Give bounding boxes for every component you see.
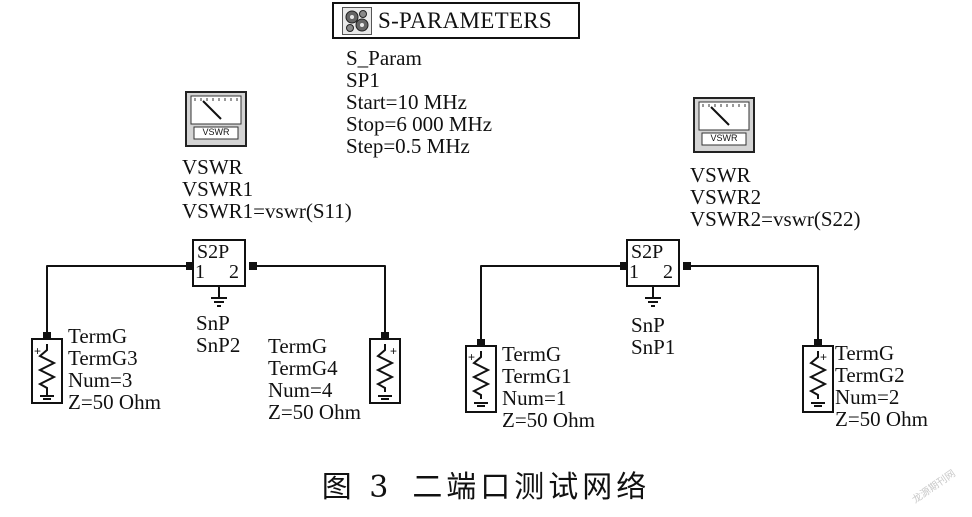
meter-icon: [185, 91, 247, 147]
sp-instance: SP1: [346, 68, 380, 92]
termg4-name: TermG: [268, 334, 328, 358]
s2p-left-port2: 2: [229, 261, 239, 283]
s2p-right-port2: 2: [663, 261, 673, 283]
s-parameters-title: S-PARAMETERS: [378, 7, 553, 33]
termg4-instance: TermG4: [268, 356, 338, 380]
figure-caption: 图 3 二端口测试网络: [0, 462, 972, 506]
termg1-num: Num=1: [502, 386, 567, 410]
vswr-right-icon-label: VSWR: [710, 133, 738, 143]
sp-name: S_Param: [346, 46, 422, 70]
vswr-left-icon[interactable]: VSWR: [185, 91, 247, 147]
sp-stop: Stop=6 000 MHz: [346, 112, 493, 136]
termg3-z: Z=50 Ohm: [68, 390, 161, 414]
vswr-left-expr: VSWR1=vswr(S11): [182, 199, 352, 223]
snp-right-instance: SnP1: [631, 335, 676, 359]
termg1-symbol[interactable]: +: [465, 345, 497, 413]
vswr-right-icon[interactable]: VSWR: [693, 97, 755, 153]
termg1-instance: TermG1: [502, 364, 572, 388]
snp-left-name: SnP: [196, 311, 230, 335]
meter-icon: [693, 97, 755, 153]
termg4-z: Z=50 Ohm: [268, 400, 361, 424]
vswr-left-icon-label: VSWR: [202, 127, 230, 137]
s2p-right-port1: 1: [629, 261, 639, 283]
svg-text:+: +: [820, 350, 827, 364]
s2p-left-port1: 1: [195, 261, 205, 283]
termg3-num: Num=3: [68, 368, 133, 392]
figure-title: 二端口测试网络: [412, 470, 651, 505]
termg2-instance: TermG2: [835, 363, 905, 387]
gear-icon: [342, 6, 372, 35]
s2p-right-box[interactable]: [626, 239, 680, 307]
s2p-right-label: S2P: [631, 241, 664, 263]
snp-left-instance: SnP2: [196, 333, 241, 357]
figure-number: 图 3: [321, 470, 393, 505]
termg2-num: Num=2: [835, 385, 900, 409]
termg2-z: Z=50 Ohm: [835, 407, 928, 431]
termg3-name: TermG: [68, 324, 128, 348]
termg3-instance: TermG3: [68, 346, 138, 370]
snp-right-name: SnP: [631, 313, 665, 337]
wire-right-port2: [686, 265, 819, 340]
vswr-right-instance: VSWR2: [690, 185, 762, 209]
svg-text:+: +: [34, 344, 41, 358]
svg-text:+: +: [468, 350, 475, 364]
s2p-left-box[interactable]: [192, 239, 246, 307]
termg2-symbol[interactable]: +: [802, 345, 834, 413]
termg3-symbol[interactable]: +: [31, 338, 63, 404]
vswr-right-name: VSWR: [690, 163, 751, 187]
termg2-name: TermG: [835, 341, 895, 365]
s-parameters-controller[interactable]: S-PARAMETERS: [332, 2, 580, 39]
termg1-z: Z=50 Ohm: [502, 408, 595, 432]
sp-step: Step=0.5 MHz: [346, 134, 470, 158]
wire-left-port2: [252, 265, 386, 333]
vswr-left-instance: VSWR1: [182, 177, 254, 201]
svg-text:+: +: [390, 344, 397, 358]
termg4-symbol[interactable]: +: [369, 338, 401, 404]
sp-start: Start=10 MHz: [346, 90, 467, 114]
wire-right-port1: [480, 265, 625, 340]
vswr-right-expr: VSWR2=vswr(S22): [690, 207, 861, 231]
vswr-left-name: VSWR: [182, 155, 243, 179]
wire-left-port1: [46, 265, 191, 333]
termg1-name: TermG: [502, 342, 562, 366]
s2p-left-label: S2P: [197, 241, 230, 263]
termg4-num: Num=4: [268, 378, 333, 402]
